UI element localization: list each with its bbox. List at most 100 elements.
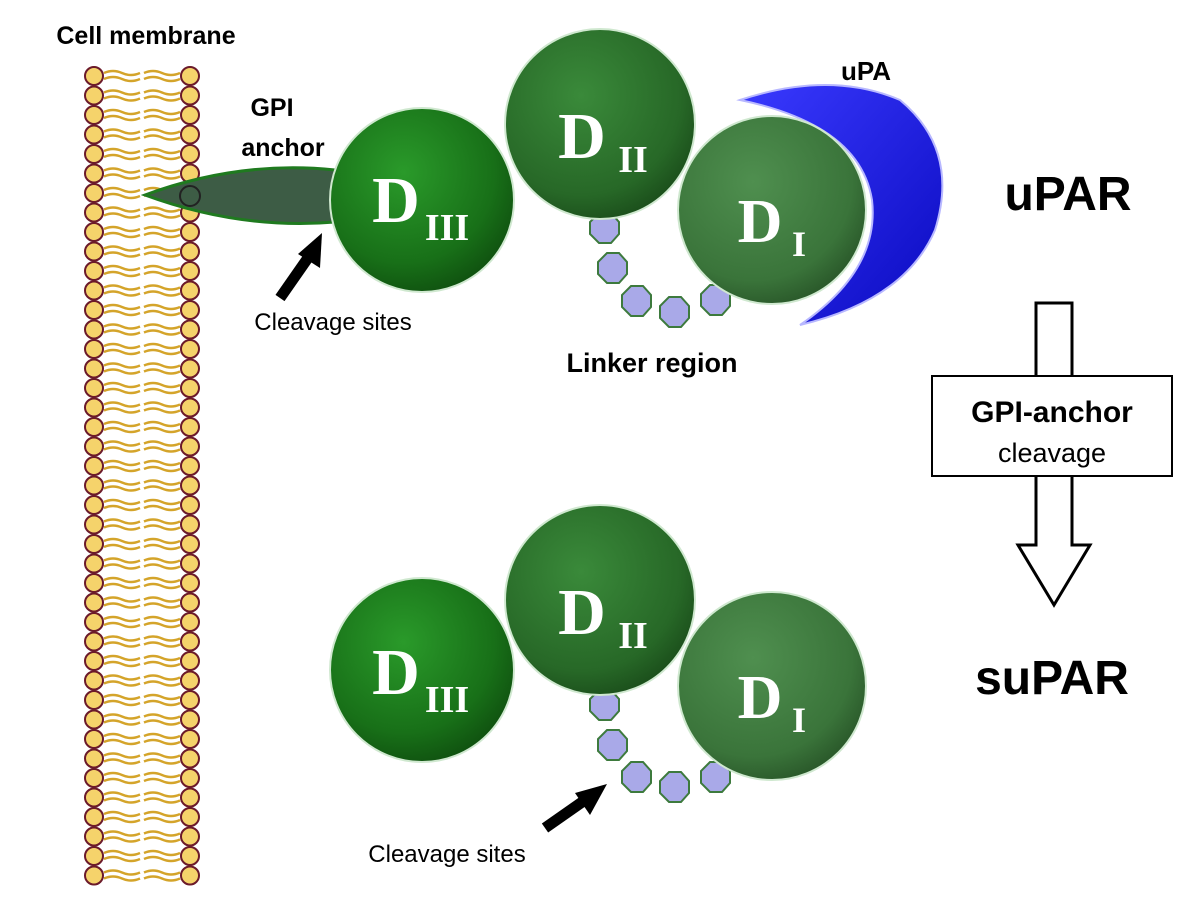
lipid-tail (143, 498, 181, 506)
lipid-tail (143, 407, 181, 414)
lipid-tail (103, 635, 141, 642)
lipid-tail (103, 134, 141, 141)
lipid-tail (143, 869, 181, 876)
lipid-head (180, 768, 200, 788)
lipid-tail (143, 849, 181, 857)
cleavage-arrow-top (275, 251, 315, 302)
lipid-head (84, 85, 104, 106)
cleavage-arrow-bottom (541, 795, 589, 833)
lipid-tail (143, 699, 181, 707)
lipid-head (84, 378, 104, 398)
cleavage-arrowhead-bottom (575, 784, 607, 815)
lipid-tail (143, 758, 181, 765)
lipid-tail (143, 855, 181, 863)
lipid-tail (103, 791, 141, 798)
lipid-tail (103, 732, 141, 740)
lipid-tail (103, 563, 141, 570)
lipid-tail (103, 582, 141, 590)
lipid-head (180, 358, 200, 379)
lipid-head (180, 826, 200, 847)
lipid-tail (143, 303, 181, 311)
lipid-head (180, 514, 200, 535)
lipid-tail (103, 251, 141, 258)
lipid-tail (143, 206, 181, 213)
lipid-tail (143, 387, 181, 395)
lipid-tail (103, 752, 141, 759)
lipid-tail (103, 446, 141, 453)
lipid-tail (143, 582, 181, 590)
domain-d1-letter: D (738, 664, 783, 732)
linker-bead (659, 771, 690, 803)
lipid-head (84, 729, 104, 749)
lipid-tail (143, 816, 181, 824)
lipid-tail (143, 251, 181, 258)
lipid-tail (143, 231, 181, 239)
lipid-tail (103, 719, 141, 726)
lipid-tail (103, 830, 141, 837)
lipid-tail (103, 849, 141, 857)
lipid-tail (103, 479, 141, 486)
lipid-head (84, 339, 104, 359)
lipid-tail (103, 270, 141, 278)
lipid-tail (143, 674, 181, 681)
lipid-tail (143, 153, 181, 161)
lipid-tail (143, 128, 181, 135)
lipid-tail (103, 557, 141, 564)
upar-label: uPAR (1004, 168, 1131, 221)
lipid-tail (103, 225, 141, 233)
lipid-tail (103, 485, 141, 492)
domain-d3-letter: D (372, 636, 420, 709)
lipid-head (84, 865, 104, 886)
lipid-head (84, 241, 104, 262)
lipid-tail (103, 836, 141, 843)
lipid-tail (143, 557, 181, 564)
lipid-head (180, 865, 200, 886)
lipid-head (180, 748, 200, 769)
lipid-tail (103, 167, 141, 174)
lipid-head (84, 319, 104, 340)
lipid-tail (103, 537, 141, 545)
lipid-tail (143, 264, 181, 272)
linker-region-top (589, 212, 731, 328)
lipid-tail (103, 245, 141, 252)
linker-bead (659, 296, 690, 328)
lipid-tail (143, 368, 181, 375)
lipid-tail (103, 348, 141, 356)
lipid-tail (103, 401, 141, 408)
lipid-tail (143, 212, 181, 219)
lipid-tail (103, 342, 141, 350)
lipid-tail (143, 504, 181, 512)
domain-d2-bottom: D II (504, 504, 696, 696)
lipid-tail (103, 368, 141, 375)
lipid-tail (103, 440, 141, 447)
lipid-tail (143, 440, 181, 447)
lipid-head (180, 124, 200, 145)
lipid-tail (103, 407, 141, 414)
lipid-tail (143, 329, 181, 336)
lipid-tail (103, 206, 141, 213)
lipid-tail (143, 420, 181, 428)
lipid-tail (103, 596, 141, 603)
cell-membrane-label: Cell membrane (56, 22, 235, 50)
lipid-head (84, 495, 104, 515)
lipid-head (180, 105, 200, 125)
lipid-head (180, 475, 200, 496)
lipid-tail (103, 459, 141, 467)
lipid-tail (143, 362, 181, 369)
lipid-tail (103, 771, 141, 779)
lipid-tail (143, 134, 181, 141)
domain-d2-letter: D (558, 576, 606, 649)
lipid-head (84, 436, 104, 457)
domain-d2-letter: D (558, 100, 606, 173)
domain-d3-subscript: III (425, 679, 469, 721)
lipid-tail (103, 387, 141, 395)
upa-ligand (736, 84, 944, 326)
lipid-head (84, 768, 104, 788)
lipid-head (180, 85, 200, 106)
lipid-tail (143, 875, 181, 882)
domain-d3-letter: D (372, 164, 420, 237)
lipid-tail (143, 173, 181, 180)
lipid-tail (103, 869, 141, 876)
lipid-head (84, 183, 104, 203)
linker-bead (621, 761, 652, 793)
